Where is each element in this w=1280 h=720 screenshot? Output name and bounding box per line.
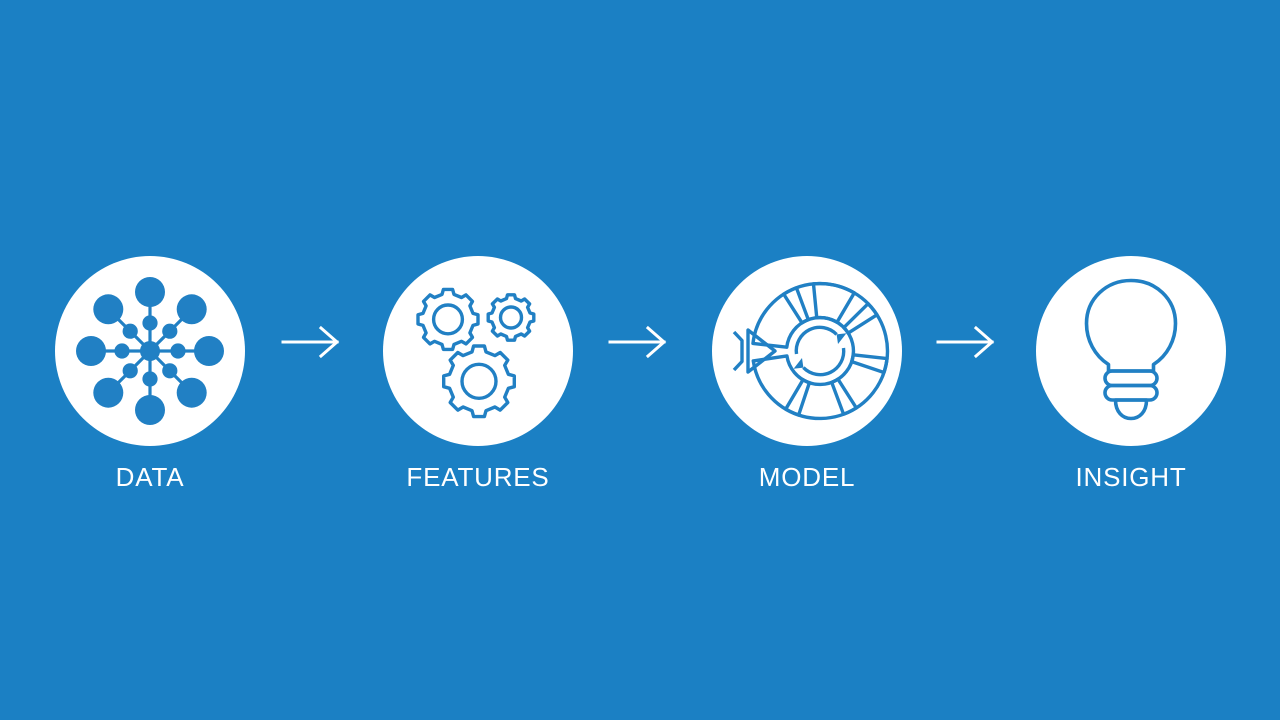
pipeline-stage-insight[interactable]: INSIGHT <box>1016 246 1246 506</box>
pipeline-connector-1 <box>281 324 341 360</box>
pipeline-stage-features[interactable]: FEATURES <box>363 246 593 506</box>
arrow-right-icon <box>608 325 667 359</box>
arrow-right-icon <box>281 325 340 359</box>
segmented-wheel-refresh-icon <box>732 281 890 421</box>
stage-icon-disc <box>1036 256 1226 446</box>
stage-label-features: FEATURES <box>406 462 550 492</box>
gears-icon <box>416 287 536 419</box>
stage-icon-disc <box>55 256 245 446</box>
network-nodes-icon <box>76 277 224 425</box>
pipeline-stage-model[interactable]: MODEL <box>692 246 922 506</box>
lightbulb-icon <box>1084 278 1178 421</box>
stage-label-model: MODEL <box>758 462 856 492</box>
stage-icon-disc <box>712 256 902 446</box>
stage-label-data: DATA <box>115 462 185 492</box>
pipeline-diagram: DATA <box>0 246 1280 506</box>
stage-icon-disc <box>383 256 573 446</box>
stage-label-insight: INSIGHT <box>1075 462 1187 492</box>
arrow-right-icon <box>936 325 995 359</box>
pipeline-connector-2 <box>608 324 668 360</box>
pipeline-stage-data[interactable]: DATA <box>35 246 265 506</box>
pipeline-connector-3 <box>936 324 996 360</box>
